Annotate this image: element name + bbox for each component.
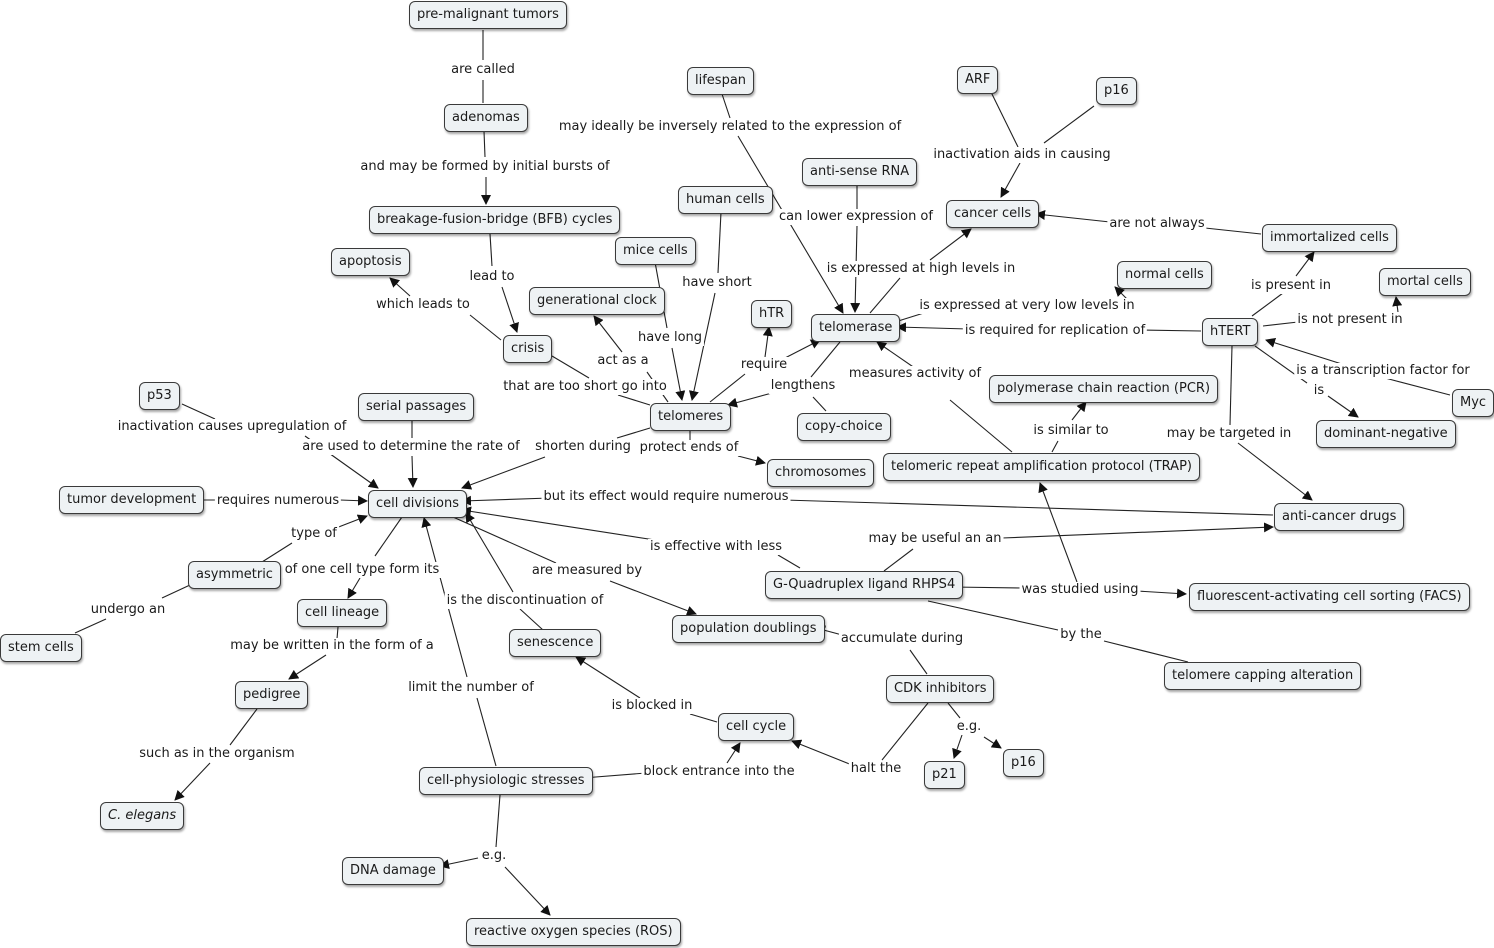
edge-lines: [74, 30, 1451, 916]
node-serial-passages[interactable]: serial passages: [358, 393, 475, 421]
node-anti-sense-rna[interactable]: anti-sense RNA: [802, 158, 918, 186]
link-requires-numerous: requires numerous: [214, 493, 342, 509]
link-useful-an: may be useful an an: [866, 531, 1004, 547]
node-cell-divisions[interactable]: cell divisions: [368, 490, 468, 518]
link-are-called: are called: [449, 62, 517, 78]
node-senescence[interactable]: senescence: [509, 629, 602, 657]
link-is: is: [1311, 383, 1327, 399]
node-arf[interactable]: ARF: [957, 66, 999, 94]
node-p16-bottom[interactable]: p16: [1003, 749, 1044, 777]
link-effective-with-less: is effective with less: [647, 539, 785, 555]
link-act-as-a: act as a: [595, 353, 651, 369]
link-eg-cdk: e.g.: [954, 719, 984, 735]
link-inactivation-aids: inactivation aids in causing: [931, 147, 1113, 163]
node-cancer-cells[interactable]: cancer cells: [946, 200, 1040, 228]
node-asymmetric[interactable]: asymmetric: [188, 561, 281, 589]
node-telomere-capping[interactable]: telomere capping alteration: [1164, 662, 1362, 690]
node-p53[interactable]: p53: [139, 382, 180, 410]
link-present-in: is present in: [1249, 278, 1333, 294]
node-telomerase[interactable]: telomerase: [811, 314, 901, 342]
link-transcription-factor: is a transcription factor for: [1294, 363, 1472, 379]
link-block-entrance: block entrance into the: [641, 764, 797, 780]
node-dominant-negative[interactable]: dominant-negative: [1316, 420, 1456, 448]
node-cell-lineage[interactable]: cell lineage: [297, 599, 388, 627]
node-g-quadruplex-ligand[interactable]: G-Quadruplex ligand RHPS4: [765, 571, 964, 599]
node-crisis[interactable]: crisis: [503, 335, 553, 363]
link-is-similar-to: is similar to: [1031, 423, 1111, 439]
link-discontinuation: is the discontinuation of: [444, 593, 606, 609]
node-population-doublings[interactable]: population doublings: [672, 615, 825, 643]
link-expressed-high: is expressed at high levels in: [824, 261, 1018, 277]
node-c-elegans[interactable]: C. elegans: [100, 802, 185, 830]
node-pedigree[interactable]: pedigree: [235, 681, 309, 709]
link-eg-stress: e.g.: [479, 848, 509, 864]
node-pre-malignant-tumors[interactable]: pre-malignant tumors: [409, 1, 567, 29]
link-measured-by: are measured by: [529, 563, 645, 579]
link-one-cell-type: of one cell type form its: [282, 562, 442, 578]
link-lengthens: lengthens: [768, 378, 838, 394]
node-cell-physiologic-stresses[interactable]: cell-physiologic stresses: [419, 767, 593, 795]
link-inversely-related: may ideally be inversely related to the …: [556, 119, 904, 135]
link-undergo-an: undergo an: [88, 602, 168, 618]
link-too-short: that are too short go into: [501, 379, 669, 395]
link-type-of: type of: [289, 526, 339, 542]
link-have-short: have short: [680, 275, 754, 291]
node-adenomas[interactable]: adenomas: [444, 104, 528, 132]
node-anti-cancer-drugs[interactable]: anti-cancer drugs: [1274, 503, 1405, 531]
node-htr[interactable]: hTR: [751, 300, 793, 328]
node-mice-cells[interactable]: mice cells: [615, 237, 696, 265]
link-limit-number: limit the number of: [406, 680, 536, 696]
node-apoptosis[interactable]: apoptosis: [331, 248, 410, 276]
node-pcr[interactable]: polymerase chain reaction (PCR): [989, 375, 1219, 403]
link-formed-by-bfb: and may be formed by initial bursts of: [358, 159, 612, 175]
node-telomeres[interactable]: telomeres: [650, 403, 732, 431]
node-trap[interactable]: telomeric repeat amplification protocol …: [883, 453, 1200, 481]
node-tumor-development[interactable]: tumor development: [59, 486, 205, 514]
node-cdk-inhibitors[interactable]: CDK inhibitors: [886, 675, 995, 703]
node-lifespan[interactable]: lifespan: [687, 67, 755, 95]
node-copy-choice[interactable]: copy-choice: [797, 413, 891, 441]
node-stem-cells[interactable]: stem cells: [0, 634, 82, 662]
node-p16-top[interactable]: p16: [1096, 77, 1137, 105]
node-mortal-cells[interactable]: mortal cells: [1379, 268, 1471, 296]
node-generational-clock[interactable]: generational clock: [529, 287, 665, 315]
link-was-studied-using: was studied using: [1019, 582, 1141, 598]
node-p21[interactable]: p21: [924, 761, 965, 789]
link-is-blocked-in: is blocked in: [609, 698, 695, 714]
node-myc[interactable]: Myc: [1452, 389, 1494, 417]
link-required-for: is required for replication of: [962, 323, 1148, 339]
link-written-form: may be written in the form of a: [228, 638, 436, 654]
link-used-to-determine: are used to determine the rate of: [300, 439, 522, 455]
node-dna-damage[interactable]: DNA damage: [342, 857, 444, 885]
node-bfb-cycles[interactable]: breakage-fusion-bridge (BFB) cycles: [369, 206, 621, 234]
node-chromosomes[interactable]: chromosomes: [767, 459, 875, 487]
link-protect-ends: protect ends of: [637, 440, 741, 456]
node-cell-cycle[interactable]: cell cycle: [718, 713, 795, 741]
link-which-leads-to: which leads to: [374, 297, 472, 313]
node-human-cells[interactable]: human cells: [678, 186, 773, 214]
link-such-as: such as in the organism: [137, 746, 297, 762]
link-can-lower: can lower expression of: [777, 209, 935, 225]
node-htert[interactable]: hTERT: [1202, 318, 1259, 346]
link-halt-the: halt the: [848, 761, 904, 777]
link-effect-would-require: but its effect would require numerous: [541, 489, 791, 505]
link-p53-inactivation: inactivation causes upregulation of: [115, 419, 349, 435]
link-shorten-during: shorten during: [533, 439, 633, 455]
link-by-the: by the: [1058, 627, 1104, 643]
link-have-long: have long: [635, 330, 705, 346]
link-expressed-low: is expressed at very low levels in: [917, 298, 1137, 314]
link-accumulate-during: accumulate during: [838, 631, 966, 647]
node-ros[interactable]: reactive oxygen species (ROS): [466, 918, 681, 946]
node-facs[interactable]: fluorescent-activating cell sorting (FAC…: [1189, 583, 1470, 611]
link-measures-activity: measures activity of: [846, 366, 984, 382]
node-immortalized-cells[interactable]: immortalized cells: [1262, 224, 1397, 252]
link-not-present-in: is not present in: [1295, 312, 1405, 328]
link-require: require: [738, 357, 790, 373]
link-may-be-targeted: may be targeted in: [1164, 426, 1294, 442]
node-normal-cells[interactable]: normal cells: [1117, 261, 1212, 289]
link-are-not-always: are not always: [1107, 216, 1207, 232]
link-lead-to: lead to: [467, 269, 517, 285]
